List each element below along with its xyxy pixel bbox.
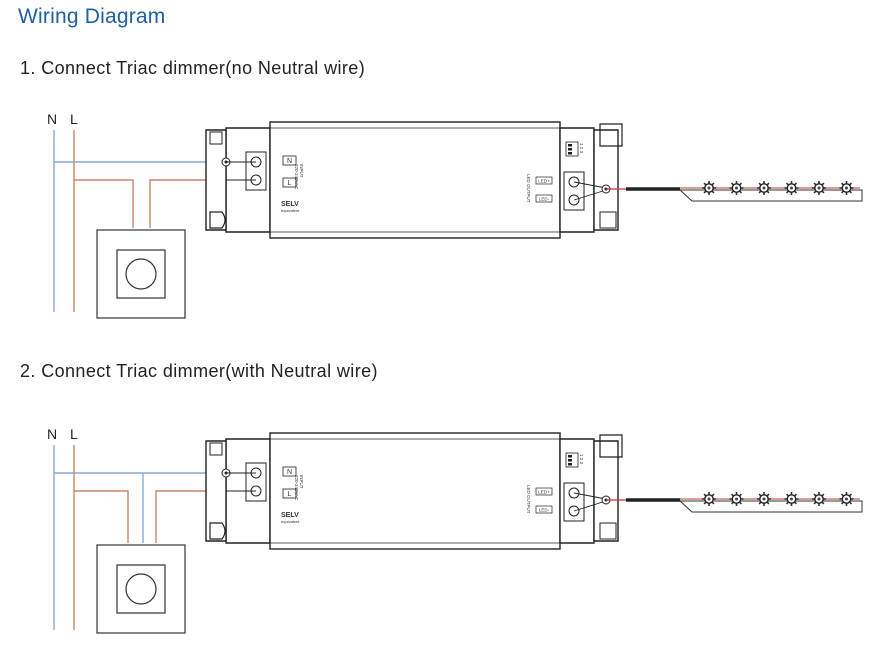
dip-switch-numbers: 1 2 3 <box>579 454 584 465</box>
section-2-label: 2. Connect Triac dimmer(with Neutral wir… <box>20 361 378 381</box>
led-driver: N L INPUT220-240VAC SELV equivalent 1 2 … <box>205 121 623 239</box>
led-chip-icon <box>812 492 826 506</box>
driver-input-l-label: L <box>288 180 292 187</box>
triac-dimmer <box>96 544 186 634</box>
terminal-l-label: L <box>70 111 78 127</box>
driver-output-caption: LED OUTPUT <box>526 485 531 514</box>
led-chip-icon <box>839 181 854 195</box>
live-to-dimmer-wire <box>74 490 129 543</box>
led-strip <box>678 492 863 513</box>
terminal-n-label: N <box>47 111 57 127</box>
selv-label: SELV <box>281 201 299 208</box>
led-chip-icon <box>729 181 744 195</box>
driver-input-n-label: N <box>287 469 292 476</box>
driver-output-caption: LED OUTPUT <box>526 174 531 203</box>
dimmer-to-driver-wire <box>155 490 226 543</box>
led-chip-icon <box>784 492 799 506</box>
led-chip-icon <box>729 492 744 506</box>
triac-dimmer <box>96 229 186 319</box>
dip-switch-numbers: 1 2 3 <box>579 143 584 154</box>
page-title: Wiring Diagram <box>18 5 166 28</box>
led-plus-label: LED+ <box>538 179 550 184</box>
led-strip <box>678 181 863 202</box>
led-chip-icon <box>702 492 716 506</box>
led-minus-label: LED- <box>539 508 550 513</box>
selv-sub-label: equivalent <box>281 519 300 524</box>
led-chip-icon <box>839 492 854 506</box>
driver-input-n-label: N <box>287 158 292 165</box>
dimmer-to-driver-wire <box>149 179 226 228</box>
driver-input-caption: INPUT220-240VAC <box>294 475 304 501</box>
section-1-label: 1. Connect Triac dimmer(no Neutral wire) <box>20 58 366 78</box>
terminal-n-label: N <box>47 426 57 442</box>
driver-input-l-label: L <box>288 491 292 498</box>
driver-input-caption: INPUT220-240VAC <box>294 164 304 190</box>
wiring-diagram-2: N L N L INPUT220-240VAC SELV <box>47 426 863 634</box>
selv-sub-label: equivalent <box>281 208 300 213</box>
led-chip-icon <box>812 181 826 195</box>
selv-label: SELV <box>281 512 299 519</box>
led-chip-icon <box>702 181 716 195</box>
led-driver: N L INPUT220-240VAC SELV equivalent 1 2 … <box>205 432 623 550</box>
led-plus-label: LED+ <box>538 490 550 495</box>
wiring-diagram-1: N L N <box>47 111 863 319</box>
led-chip-icon <box>757 181 771 195</box>
led-chip-icon <box>784 181 799 195</box>
live-to-dimmer-wire <box>74 179 134 228</box>
led-chip-icon <box>757 492 771 506</box>
terminal-l-label: L <box>70 426 78 442</box>
led-minus-label: LED- <box>539 197 550 202</box>
